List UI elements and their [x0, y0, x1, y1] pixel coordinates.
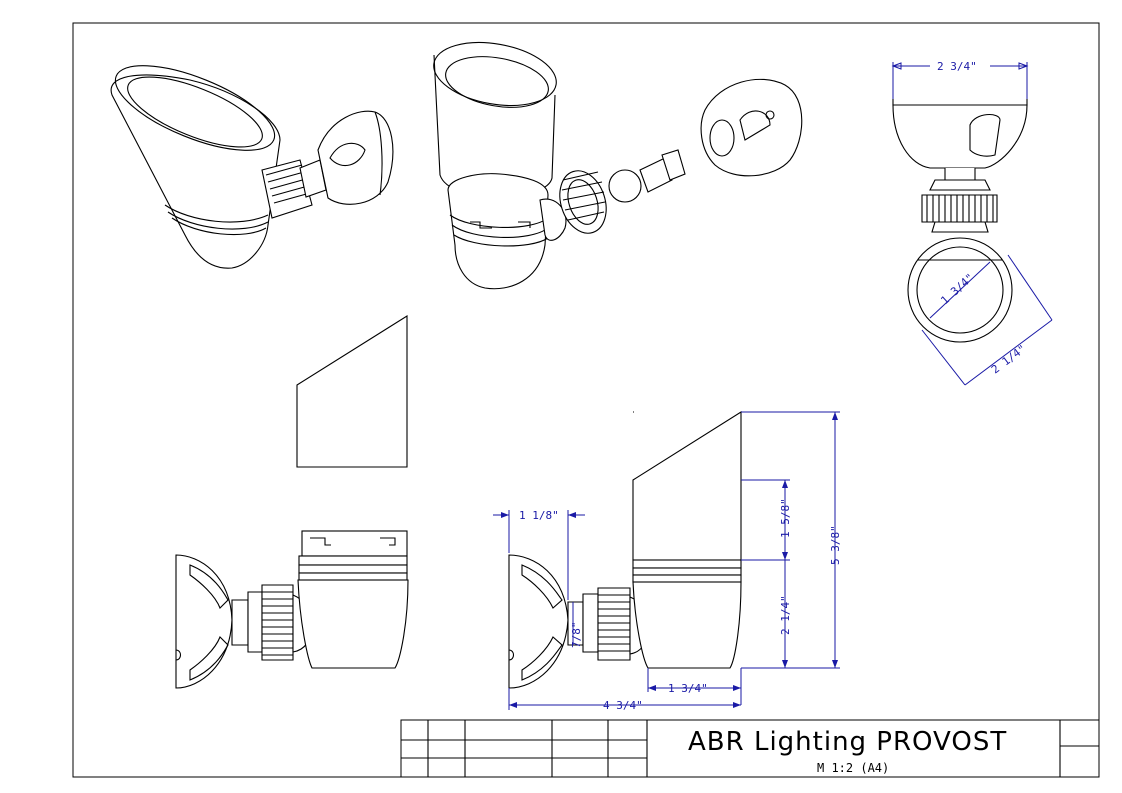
dim-top-width: 2 3/4" [937, 60, 977, 73]
dim-base-width: 1 3/4" [668, 682, 708, 695]
dim-stem: 7/8" [570, 622, 583, 649]
perspective-view-assembled [110, 65, 394, 269]
side-profile-view [296, 315, 408, 468]
dimensioned-elevation-view [493, 411, 840, 710]
dim-body-height: 2 1/4" [779, 595, 792, 635]
dim-total-height: 5 3/8" [829, 525, 842, 565]
drawing-title: ABR Lighting PROVOST [688, 727, 1007, 757]
dim-total-length: 4 3/4" [603, 699, 643, 712]
front-elevation-view [175, 530, 409, 689]
title-block [400, 719, 1100, 778]
drawing-scale: M 1:2 (A4) [817, 761, 889, 775]
dim-shade-height: 1 5/8" [779, 498, 792, 538]
exploded-view [433, 42, 803, 290]
top-view [891, 62, 1053, 386]
dim-outer-diameter: 2 1/4" [989, 342, 1029, 376]
dim-mount-depth: 1 1/8" [519, 509, 559, 522]
